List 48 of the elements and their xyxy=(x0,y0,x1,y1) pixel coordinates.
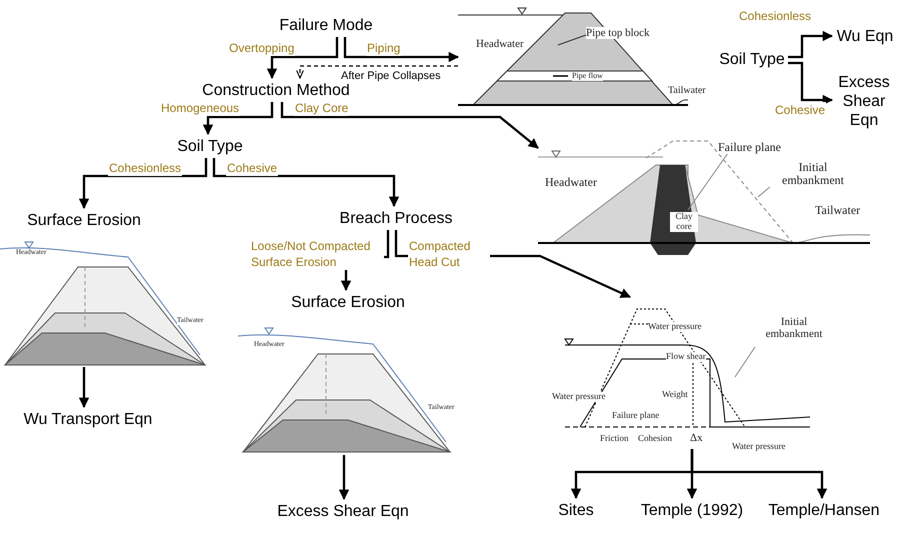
edge-label: Cohesive xyxy=(226,160,278,176)
node-title: Excess Shear Eqn xyxy=(277,502,409,520)
node-title: Soil Type xyxy=(177,136,243,156)
drawing-label: Tailwater xyxy=(668,85,706,96)
node-title: Breach Process xyxy=(340,208,452,228)
arrow xyxy=(344,37,460,62)
arrow xyxy=(78,158,208,210)
drawing-label: Cohesion xyxy=(638,434,672,444)
dashed-arrow xyxy=(296,65,458,79)
node-title: Surface Erosion xyxy=(27,210,141,230)
node-title: Temple (1992) xyxy=(640,500,744,520)
arrow xyxy=(280,102,539,149)
drawing-label: Headwater xyxy=(545,176,597,190)
node-title: Failure Mode xyxy=(279,16,373,34)
drawing-label: Friction xyxy=(600,434,628,444)
node-title: Soil Type xyxy=(719,50,785,68)
edge-label: Cohesionless xyxy=(108,160,182,176)
arrow xyxy=(788,30,834,58)
node-title: Wu Eqn xyxy=(836,26,894,46)
drawing-label: Headwater xyxy=(476,38,524,50)
edge-label: Overtopping xyxy=(228,40,296,56)
edge-label: Piping xyxy=(366,40,402,56)
arrow xyxy=(78,367,90,408)
drawing-label: Water pressure xyxy=(648,322,702,332)
arrow xyxy=(202,102,274,136)
drawing-label: Clay core xyxy=(670,212,698,232)
edge-label: Clay Core xyxy=(294,100,350,116)
node-title: Temple/Hansen xyxy=(768,500,880,520)
arrow xyxy=(788,62,834,106)
node-title: Wu Transport Eqn xyxy=(24,410,152,428)
node-title: Surface Erosion xyxy=(291,292,405,312)
drawing-label: Pipe flow xyxy=(572,72,603,81)
drawing-label: Failure plane xyxy=(718,141,781,154)
arrow xyxy=(690,449,828,500)
edge-label: Loose/Not Compacted Surface Erosion xyxy=(250,238,384,270)
arrow xyxy=(266,37,338,80)
drawing-label: Flow shear xyxy=(666,352,706,362)
drawing-label: Tailwater xyxy=(815,204,860,218)
arrow xyxy=(338,455,350,500)
node-title: Sites xyxy=(558,500,594,520)
arrow xyxy=(212,158,400,208)
drawing-label: Water pressure xyxy=(732,442,786,452)
drawing-label: Failure plane xyxy=(612,411,660,421)
drawing-label: Pipe top block xyxy=(586,27,650,40)
edge-label: After Pipe Collapses xyxy=(340,68,442,84)
node-title: Excess Shear Eqn xyxy=(837,72,891,130)
drawing-label: Weight xyxy=(662,390,688,400)
drawing-label: Water pressure xyxy=(552,392,606,402)
